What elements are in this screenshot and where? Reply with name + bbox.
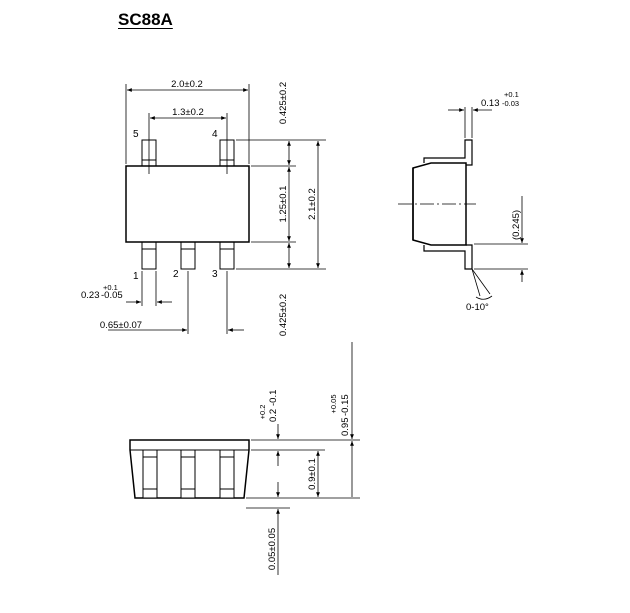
dim-lead-height-ref: (0.245) [511, 210, 522, 240]
dim-lead-thickness-nominal: 0.13 [481, 98, 500, 109]
dim-lead-length-top: 0.425±0.2 [278, 82, 289, 124]
dim-standoff-tol-lower: -0.1 [268, 390, 279, 406]
dim-lead-angle: 0-10° [466, 302, 489, 313]
dim-lead-width-nominal: 0.23 [81, 290, 100, 301]
dim-standoff-tol-upper: +0.2 [258, 405, 267, 420]
dim-total-height-tol-upper: +0.05 [329, 395, 338, 414]
dim-lead-thickness-tol-lower: -0.03 [502, 99, 519, 108]
lead-1 [141, 240, 157, 270]
dim-body-width: 1.25±0.1 [278, 186, 289, 223]
package-body [125, 165, 250, 243]
pin-label-2: 2 [173, 269, 179, 280]
dim-lead-width-tol-lower: -0.05 [101, 290, 123, 301]
front-view [129, 342, 360, 575]
side-view [398, 107, 528, 300]
dim-overall-length: 2.1±0.2 [307, 188, 318, 220]
pin-label-4: 4 [212, 129, 218, 140]
lead-2 [180, 240, 196, 270]
dim-lead-span: 1.3±0.2 [172, 107, 204, 118]
dim-lead-length-bottom: 0.425±0.2 [278, 294, 289, 336]
lead-3 [219, 240, 235, 270]
dim-lead-thickness-tol-upper: +0.1 [504, 90, 519, 99]
dim-base-standoff: 0.05±0.05 [267, 528, 278, 570]
dim-total-height-tol-lower: -0.15 [340, 394, 351, 416]
dim-body-height: 0.9±0.1 [307, 458, 318, 490]
top-view [108, 84, 326, 334]
pin-label-1: 1 [133, 271, 139, 282]
front-lead-2 [180, 449, 196, 499]
dim-lead-pitch: 0.65±0.07 [100, 320, 142, 331]
dim-lead-width-tol-upper: +0.1 [103, 283, 118, 292]
pin-label-5: 5 [133, 129, 139, 140]
front-lead-3 [219, 449, 235, 499]
dim-standoff-nominal: 0.2 [268, 409, 279, 422]
drawing-title: SC88A [118, 10, 173, 29]
dim-overall-width: 2.0±0.2 [171, 79, 203, 90]
dim-total-height-nominal: 0.95 [340, 418, 351, 437]
front-lead-1 [142, 449, 158, 499]
pin-label-3: 3 [212, 269, 218, 280]
